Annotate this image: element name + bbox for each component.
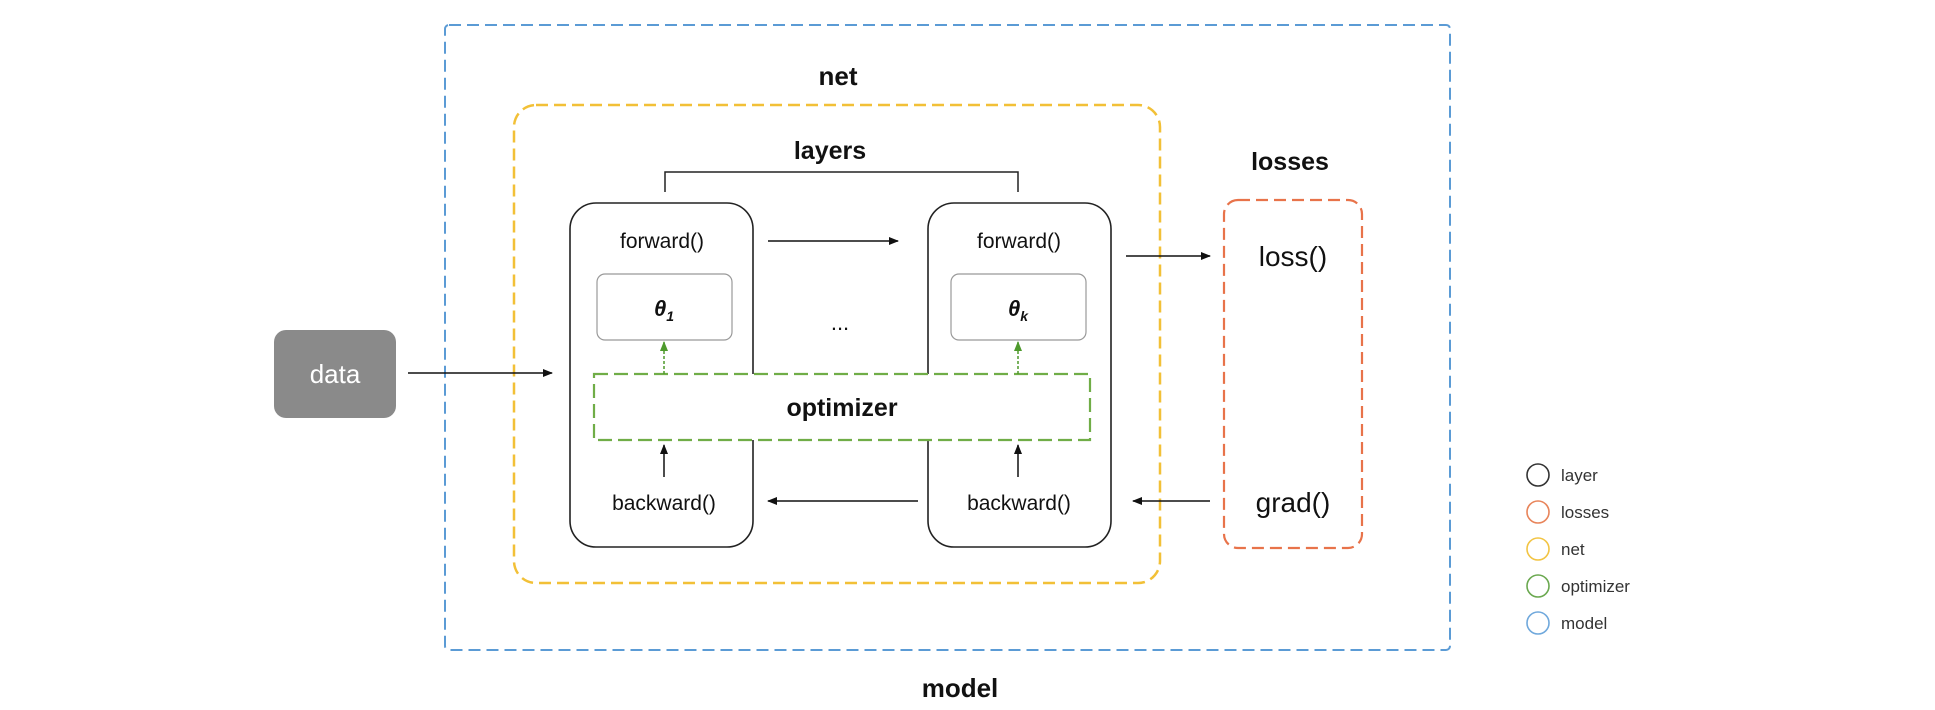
net-label: net <box>819 61 858 91</box>
losses-label: losses <box>1251 148 1329 176</box>
data-label: data <box>310 359 361 389</box>
layer-k-param-box <box>950 273 1087 341</box>
grad-function-label: grad() <box>1256 487 1331 518</box>
net-container <box>512 103 1162 585</box>
legend-marker-losses <box>1526 500 1550 524</box>
legend-label-layer: layer <box>1561 466 1598 485</box>
layer-k-forward: forward() <box>977 230 1061 253</box>
optimizer-box <box>592 372 1092 442</box>
loss-function-label: loss() <box>1259 241 1327 272</box>
layer-k-param: θk <box>1008 296 1029 324</box>
layers-ellipsis: ... <box>831 310 849 335</box>
layer-k-backward: backward() <box>967 492 1071 515</box>
legend-marker-layer <box>1526 463 1550 487</box>
data-box <box>274 330 396 418</box>
model-label: model <box>922 673 999 703</box>
legend-label-net: net <box>1561 540 1585 559</box>
legend-label-model: model <box>1561 614 1607 633</box>
losses-container <box>1222 198 1364 550</box>
legend: layer losses net optimizer model <box>1526 463 1630 635</box>
layer-1-param: θ1 <box>654 296 674 324</box>
legend-label-optimizer: optimizer <box>1561 577 1630 596</box>
model-container <box>444 24 1451 651</box>
layers-label: layers <box>794 137 866 165</box>
legend-label-losses: losses <box>1561 503 1609 522</box>
layer-1-param-box <box>596 273 733 341</box>
legend-marker-optimizer <box>1526 574 1550 598</box>
layers-bracket <box>664 171 1019 192</box>
legend-marker-model <box>1526 611 1550 635</box>
layer-1-backward: backward() <box>612 492 716 515</box>
layer-1-forward: forward() <box>620 230 704 253</box>
legend-marker-net <box>1526 537 1550 561</box>
optimizer-label: optimizer <box>786 394 897 422</box>
